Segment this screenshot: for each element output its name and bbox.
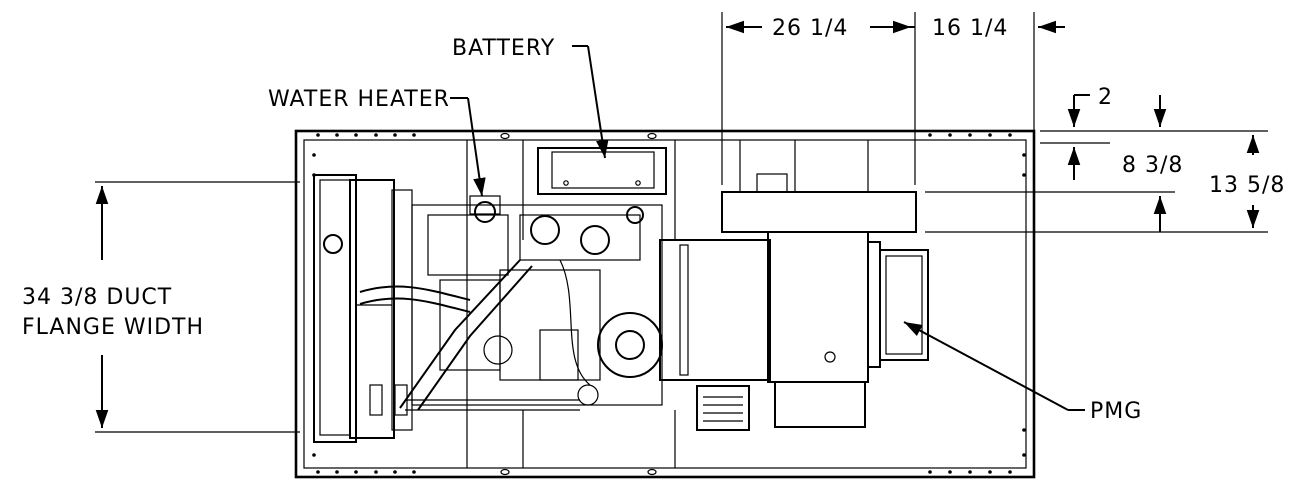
dim-16-1-4: 16 1/4 xyxy=(932,16,1008,41)
battery xyxy=(537,147,667,195)
alternator xyxy=(659,173,929,431)
pmg-callout xyxy=(903,321,1085,411)
battery-label: BATTERY xyxy=(452,36,555,61)
skid-frame xyxy=(294,129,1036,479)
duct-width-line1: 34 3/8 DUCT xyxy=(22,285,172,310)
radiator xyxy=(313,174,413,443)
pmg-label: PMG xyxy=(1090,399,1142,424)
dimension-duct-flange xyxy=(95,181,300,433)
dim-2: 2 xyxy=(1098,85,1113,110)
water-heater-callout xyxy=(450,97,486,197)
engine xyxy=(359,195,663,411)
dimension-vertical-right xyxy=(925,94,1268,233)
duct-width-line2: FLANGE WIDTH xyxy=(22,315,204,340)
dim-13-5-8: 13 5/8 xyxy=(1209,173,1285,198)
water-heater-label: WATER HEATER xyxy=(268,87,450,112)
dimension-horizontal-top xyxy=(721,12,1065,185)
battery-callout xyxy=(572,45,609,159)
dim-26-1-4: 26 1/4 xyxy=(772,16,848,41)
dim-8-3-8: 8 3/8 xyxy=(1122,153,1183,178)
